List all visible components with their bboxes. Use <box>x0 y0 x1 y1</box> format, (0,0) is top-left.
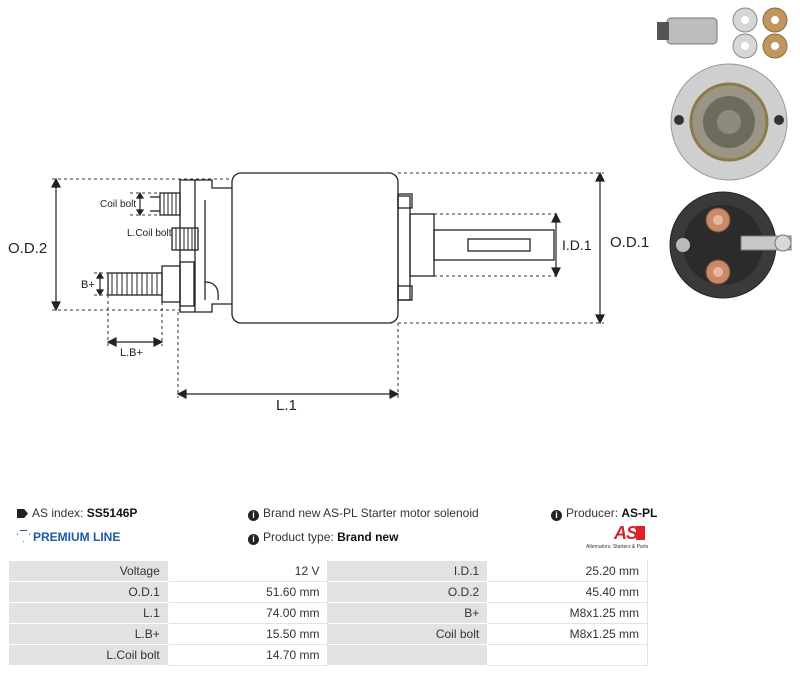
as-index-label: AS index: <box>32 506 84 520</box>
producer-value: AS-PL <box>621 506 658 520</box>
spec-value: 45.40 mm <box>487 581 648 603</box>
spec-value: 25.20 mm <box>487 560 648 582</box>
logo-tagline: Alternators, Starters & Parts <box>586 544 649 550</box>
spec-label: L.Coil bolt <box>8 644 169 666</box>
od2-label: O.D.2 <box>8 240 47 257</box>
spec-label: L.B+ <box>8 623 169 645</box>
spec-value: M8x1.25 mm <box>487 602 648 624</box>
as-index-value: SS5146P <box>86 506 138 520</box>
spec-value: 74.00 mm <box>167 602 329 624</box>
tag-icon <box>17 509 28 518</box>
product-photo-terminals <box>669 191 792 299</box>
l1-label: L.1 <box>276 397 297 414</box>
logo-text: AS <box>614 523 638 543</box>
info-icon: i <box>248 510 259 521</box>
lbplus-label: L.B+ <box>120 347 143 359</box>
spec-label: Coil bolt <box>327 623 489 645</box>
as-pl-logo: AS Alternators, Starters & Parts <box>586 523 650 553</box>
spec-value: 15.50 mm <box>167 623 329 645</box>
product-type-value: Brand new <box>337 530 399 544</box>
producer-label: Producer: <box>566 506 619 520</box>
solenoid-body <box>231 172 399 324</box>
description: i Brand new AS-PL Starter motor solenoid <box>248 506 479 521</box>
solenoid-technical-drawing: O.D.2 O.D.1 I.D.1 L.1 L.B+ B+ Coil bolt … <box>8 171 649 414</box>
spec-label <box>327 644 489 666</box>
spec-label: Voltage <box>8 560 169 582</box>
l-coil-bolt-label: L.Coil bolt <box>127 228 172 239</box>
spec-value: M8x1.25 mm <box>487 623 648 645</box>
spec-label: L.1 <box>8 602 169 624</box>
spec-label: O.D.2 <box>327 581 489 603</box>
producer: i Producer: AS-PL <box>551 506 657 521</box>
product-photo-front <box>670 63 788 181</box>
spec-value: 51.60 mm <box>167 581 329 603</box>
description-text: Brand new AS-PL Starter motor solenoid <box>263 506 479 520</box>
spec-value: 14.70 mm <box>167 644 329 666</box>
coil-bolt-label: Coil bolt <box>100 199 136 210</box>
spec-label: O.D.1 <box>8 581 169 603</box>
as-index: AS index: SS5146P <box>17 506 137 520</box>
spec-label: I.D.1 <box>327 560 489 582</box>
spec-value: 12 V <box>167 560 329 582</box>
product-type: i Product type: Brand new <box>248 530 398 545</box>
id1-label: I.D.1 <box>562 237 592 253</box>
spec-label: B+ <box>327 602 489 624</box>
spec-value <box>487 644 648 666</box>
premium-line: PREMIUM LINE <box>17 530 120 544</box>
premium-line-label: PREMIUM LINE <box>33 530 121 544</box>
info-icon: i <box>248 534 259 545</box>
product-type-label: Product type: <box>263 530 334 544</box>
info-icon: i <box>551 510 562 521</box>
diamond-icon <box>17 530 30 542</box>
product-photo-with-gaskets <box>657 7 788 59</box>
od1-label: O.D.1 <box>610 234 649 251</box>
bplus-label: B+ <box>81 279 95 291</box>
